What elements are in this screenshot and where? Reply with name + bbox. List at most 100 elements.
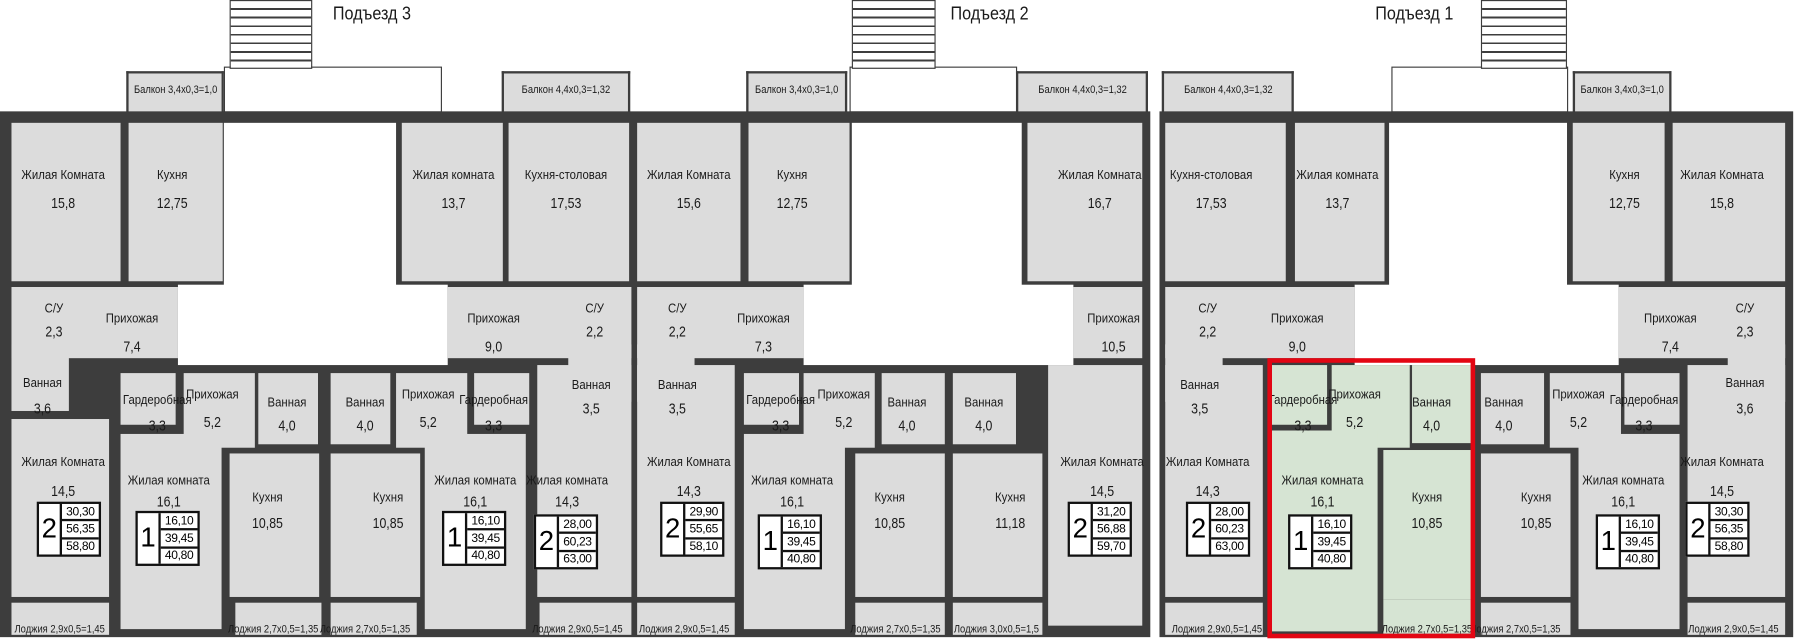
apartment-badge[interactable]: 1 16,10 39,45 40,80: [1595, 514, 1661, 570]
area-values: 16,10 39,45 40,80: [782, 517, 820, 568]
room-floor: [1480, 373, 1545, 445]
room-floor: [1687, 602, 1786, 635]
living-area: 28,00: [1211, 504, 1248, 522]
room-name: Прихожая: [817, 388, 871, 402]
room-floor: [508, 122, 630, 282]
room-name: Жилая комната: [412, 168, 495, 183]
total-area-with-loggia: 59,70: [1097, 539, 1126, 554]
entrance-porch: [1391, 66, 1569, 113]
room-name: Жилая комната: [1296, 168, 1379, 183]
selected-room-floor[interactable]: [1383, 450, 1473, 600]
room-name: Ванная: [1725, 376, 1765, 391]
room-floor: [1727, 344, 1786, 402]
room-area: 3,5: [1191, 400, 1209, 417]
area-values: 31,20 56,88 59,70: [1092, 504, 1130, 555]
room-name: Кухня: [874, 491, 905, 506]
room-area: 2,2: [586, 323, 604, 340]
entrance-label: Подъезд 2: [950, 4, 1029, 25]
selected-room-floor[interactable]: [1412, 365, 1473, 444]
apartment-badge[interactable]: 2 30,30 56,35 58,80: [36, 501, 102, 557]
balcony: [1161, 71, 1294, 113]
living-area: 16,10: [1620, 517, 1658, 535]
room-name: Жилая комната: [434, 474, 517, 488]
room-count: 2: [39, 503, 62, 555]
room-name: Жилая комната: [1582, 474, 1665, 488]
total-area-with-loggia: 58,80: [1714, 539, 1744, 554]
room-name: Прихожая: [467, 312, 520, 327]
room-area: 16,7: [1087, 195, 1112, 212]
apartment-badge[interactable]: 2 30,30 56,35 58,80: [1685, 501, 1750, 557]
total-area-with-loggia: 40,80: [1317, 552, 1346, 567]
balcony-label: Балкон 4,4x0,3=1,32: [1183, 83, 1273, 97]
loggia-label: Лоджия 2,9x0,5=1,45: [639, 623, 730, 636]
room-area: 15,8: [51, 195, 76, 212]
area-values: 28,00 60,23 63,00: [559, 517, 596, 568]
room-area: 17,53: [550, 195, 582, 212]
total-area-with-loggia: 40,80: [471, 549, 500, 563]
balcony: [1015, 71, 1148, 113]
apartment-badge[interactable]: 2 31,20 56,88 59,70: [1067, 501, 1132, 557]
total-area-with-loggia: 58,10: [689, 539, 718, 554]
room-name: Жилая Комната: [1060, 455, 1144, 470]
room-name: Жилая Комната: [21, 168, 105, 183]
room-name: Гардеробная: [1268, 393, 1338, 408]
room-name: С/У: [1198, 301, 1217, 316]
selected-room-floor[interactable]: [1383, 599, 1473, 634]
room-area: 4,0: [278, 417, 296, 434]
room-name: Кухня: [995, 491, 1026, 506]
room-count: 2: [662, 503, 686, 555]
apartment-badge[interactable]: 1 16,10 39,45 40,80: [1288, 514, 1353, 570]
room-area: 12,75: [1608, 195, 1640, 212]
living-area: 30,30: [61, 504, 99, 522]
total-area: 39,45: [160, 531, 198, 549]
selected-room-floor[interactable]: [1271, 365, 1328, 425]
room-area: 13,7: [1325, 195, 1350, 212]
total-area-with-loggia: 63,00: [1215, 539, 1244, 554]
room-name: Ванная: [1484, 396, 1524, 410]
room-count: 1: [760, 516, 783, 568]
room-name: Гардеробная: [1609, 393, 1679, 408]
room-count: 1: [138, 513, 161, 564]
loggia-label: Лоджия 2,9x0,5=1,45: [532, 623, 623, 636]
room-floor: [1027, 122, 1143, 282]
apartment-badge[interactable]: 2 28,00 60,23 63,00: [1185, 501, 1251, 557]
room-area: 16,1: [1310, 493, 1335, 510]
room-floor: [330, 602, 417, 635]
room-name: Прихожая: [401, 388, 455, 402]
loggia-label: Лоджия 2,7x0,5=1,35: [1381, 623, 1473, 636]
room-area: 15,6: [676, 195, 701, 212]
total-area: 55,65: [685, 522, 723, 540]
room-floor: [1048, 365, 1143, 626]
apartment-badge[interactable]: 1 16,10 39,45 40,80: [135, 510, 200, 566]
room-name: Жилая комната: [1281, 474, 1364, 488]
room-floor: [952, 373, 1016, 445]
room-name: С/У: [44, 301, 64, 316]
room-count: 1: [444, 513, 468, 564]
room-floor: [952, 602, 1043, 635]
room-name: Кухня: [1609, 168, 1640, 183]
room-area: 14,5: [51, 483, 76, 500]
room-floor: [568, 344, 632, 402]
apartment-badge[interactable]: 1 16,10 39,45 40,80: [757, 514, 822, 570]
room-count: 1: [1598, 516, 1621, 568]
room-area: 2,2: [1199, 323, 1217, 340]
room-area: 2,2: [668, 323, 686, 340]
area-values: 16,10 39,45 40,80: [1313, 517, 1351, 568]
room-name: Жилая Комната: [647, 168, 731, 183]
room-floor: [1165, 344, 1223, 402]
apartment-badge[interactable]: 2 29,90 55,65 58,10: [660, 501, 725, 557]
room-name: Жилая комната: [751, 474, 834, 488]
living-area: 29,90: [685, 504, 723, 522]
room-name: Кухня: [372, 491, 404, 506]
stair-hall: [177, 284, 448, 366]
room-name: Жилая Комната: [1680, 168, 1764, 183]
apartment-badge[interactable]: 2 28,00 60,23 63,00: [533, 514, 599, 570]
room-count: 2: [536, 516, 560, 568]
living-area: 16,10: [160, 513, 198, 531]
apartment-badge[interactable]: 1 16,10 39,45 40,80: [441, 510, 507, 566]
room-name: Кухня: [1520, 491, 1552, 506]
room-floor: [474, 373, 530, 425]
room-area: 5,2: [1346, 414, 1364, 431]
balcony: [501, 71, 631, 113]
area-values: 29,90 55,65 58,10: [685, 504, 723, 555]
